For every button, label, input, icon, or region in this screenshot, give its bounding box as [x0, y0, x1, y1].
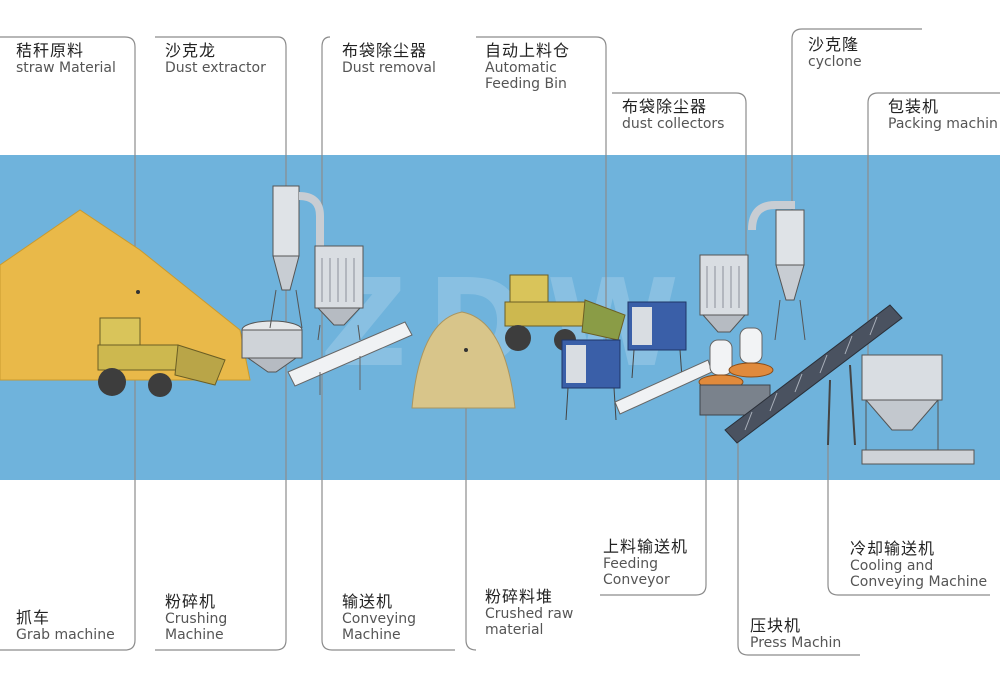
- cooling-conveying-machine: [724, 304, 903, 446]
- label-dust-extractor: 沙克龙 Dust extractor: [165, 41, 266, 77]
- label-grab-machine: 抓车 Grab machine: [16, 608, 115, 644]
- leader-lines: [0, 28, 1000, 656]
- feeding-bin: [561, 301, 687, 421]
- leader-packing: [867, 92, 879, 360]
- label-feeding-bin: 自动上料仓 Automatic Feeding Bin: [485, 41, 571, 93]
- label-conveying-machine: 输送机 Conveying Machine: [342, 592, 417, 644]
- label-dust-collectors: 布袋除尘器 dust collectors: [622, 97, 725, 133]
- leader-dot-crushed: [464, 348, 468, 352]
- leader-feeding-bin: [476, 36, 607, 345]
- feeding-conveyor: [614, 359, 713, 415]
- conveying-machine: [287, 321, 413, 395]
- leader-cyclone: [791, 28, 803, 230]
- grab-machine: [97, 317, 226, 397]
- leader-press: [737, 420, 749, 656]
- crushing-machine: [241, 320, 303, 373]
- label-cooling-conveying-machine: 冷却输送机 Cooling and Conveying Machine: [850, 539, 988, 591]
- label-straw-material: 秸秆原料 straw Material: [16, 41, 116, 77]
- leader-crushed-raw: [465, 350, 477, 651]
- straw-pile: [0, 209, 251, 381]
- dust-extractor: [269, 185, 324, 329]
- leader-dust-removal: [321, 36, 455, 651]
- label-cyclone: 沙克隆 cyclone: [808, 35, 862, 71]
- leader-cooling: [827, 420, 839, 596]
- label-dust-removal: 布袋除尘器 Dust removal: [342, 41, 436, 77]
- label-press-machine: 压块机 Press Machin: [750, 616, 842, 652]
- dust-collectors: [699, 254, 749, 333]
- label-feeding-conveyor: 上料输送机 Feeding Conveyor: [603, 537, 689, 589]
- leader-dust-collectors: [612, 92, 747, 255]
- label-crushing-machine: 粉碎机 Crushing Machine: [165, 592, 228, 644]
- label-crushed-raw-material: 粉碎料堆 Crushed raw material: [485, 587, 574, 639]
- label-packing-machine: 包装机 Packing machin: [888, 97, 998, 133]
- leader-feeding-conveyor: [600, 400, 707, 596]
- leader-dot-straw: [136, 290, 140, 294]
- cyclone: [748, 201, 806, 341]
- crushed-raw-pile: [411, 311, 516, 409]
- dust-removal: [314, 245, 364, 341]
- packing-machine: [861, 354, 975, 465]
